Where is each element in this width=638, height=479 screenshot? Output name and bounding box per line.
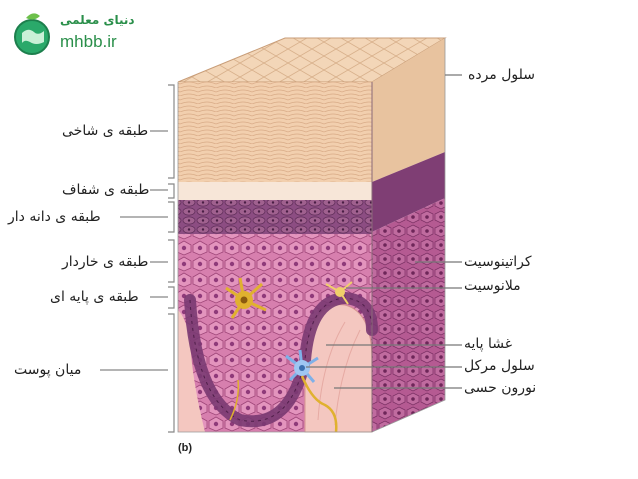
label-sensory-neuron: نورون حسی [464,380,537,396]
label-stratum-spinosum: طبقه ی خاردار [62,254,149,270]
right-leader-lines [306,74,462,389]
melanocyte-cell-2 [325,281,353,305]
label-stratum-lucidum: طبقه ی شفاف [62,182,150,198]
dermis-left [178,310,205,432]
leaf-icon [26,13,40,20]
label-keratinocyte: کراتینوسیت [464,254,532,270]
site-logo [14,13,50,55]
side-face-corneum [372,38,445,182]
layer-brackets [100,84,175,433]
side-face-granular [372,152,445,232]
logo-title: دنیای معلمی [60,13,135,27]
label-melanocyte: ملانوسیت [464,278,521,294]
label-stratum-corneum: طبقه ی شاخی [62,123,149,139]
logo-site: mhbb.ir [60,32,117,51]
label-dead-cells: سلول مرده [468,67,536,83]
stratum-lucidum-region [178,182,372,200]
label-stratum-basale: طبقه ی پایه ای [50,289,139,305]
label-basement-membrane: غشا پایه [464,336,513,352]
panel-label: (b) [178,442,193,454]
label-merkel-cell: سلول مرکل [464,358,535,374]
merkel-cell [285,349,319,383]
melanocyte-cell [225,277,267,319]
sensory-neuron-fiber [300,375,338,433]
label-dermis: میان پوست [14,362,82,378]
side-face-spinous [372,198,445,432]
stratum-granulosum-region [178,200,372,234]
stratum-corneum-region [178,82,372,182]
label-stratum-granulosum: طبقه ی دانه دار [8,209,101,225]
